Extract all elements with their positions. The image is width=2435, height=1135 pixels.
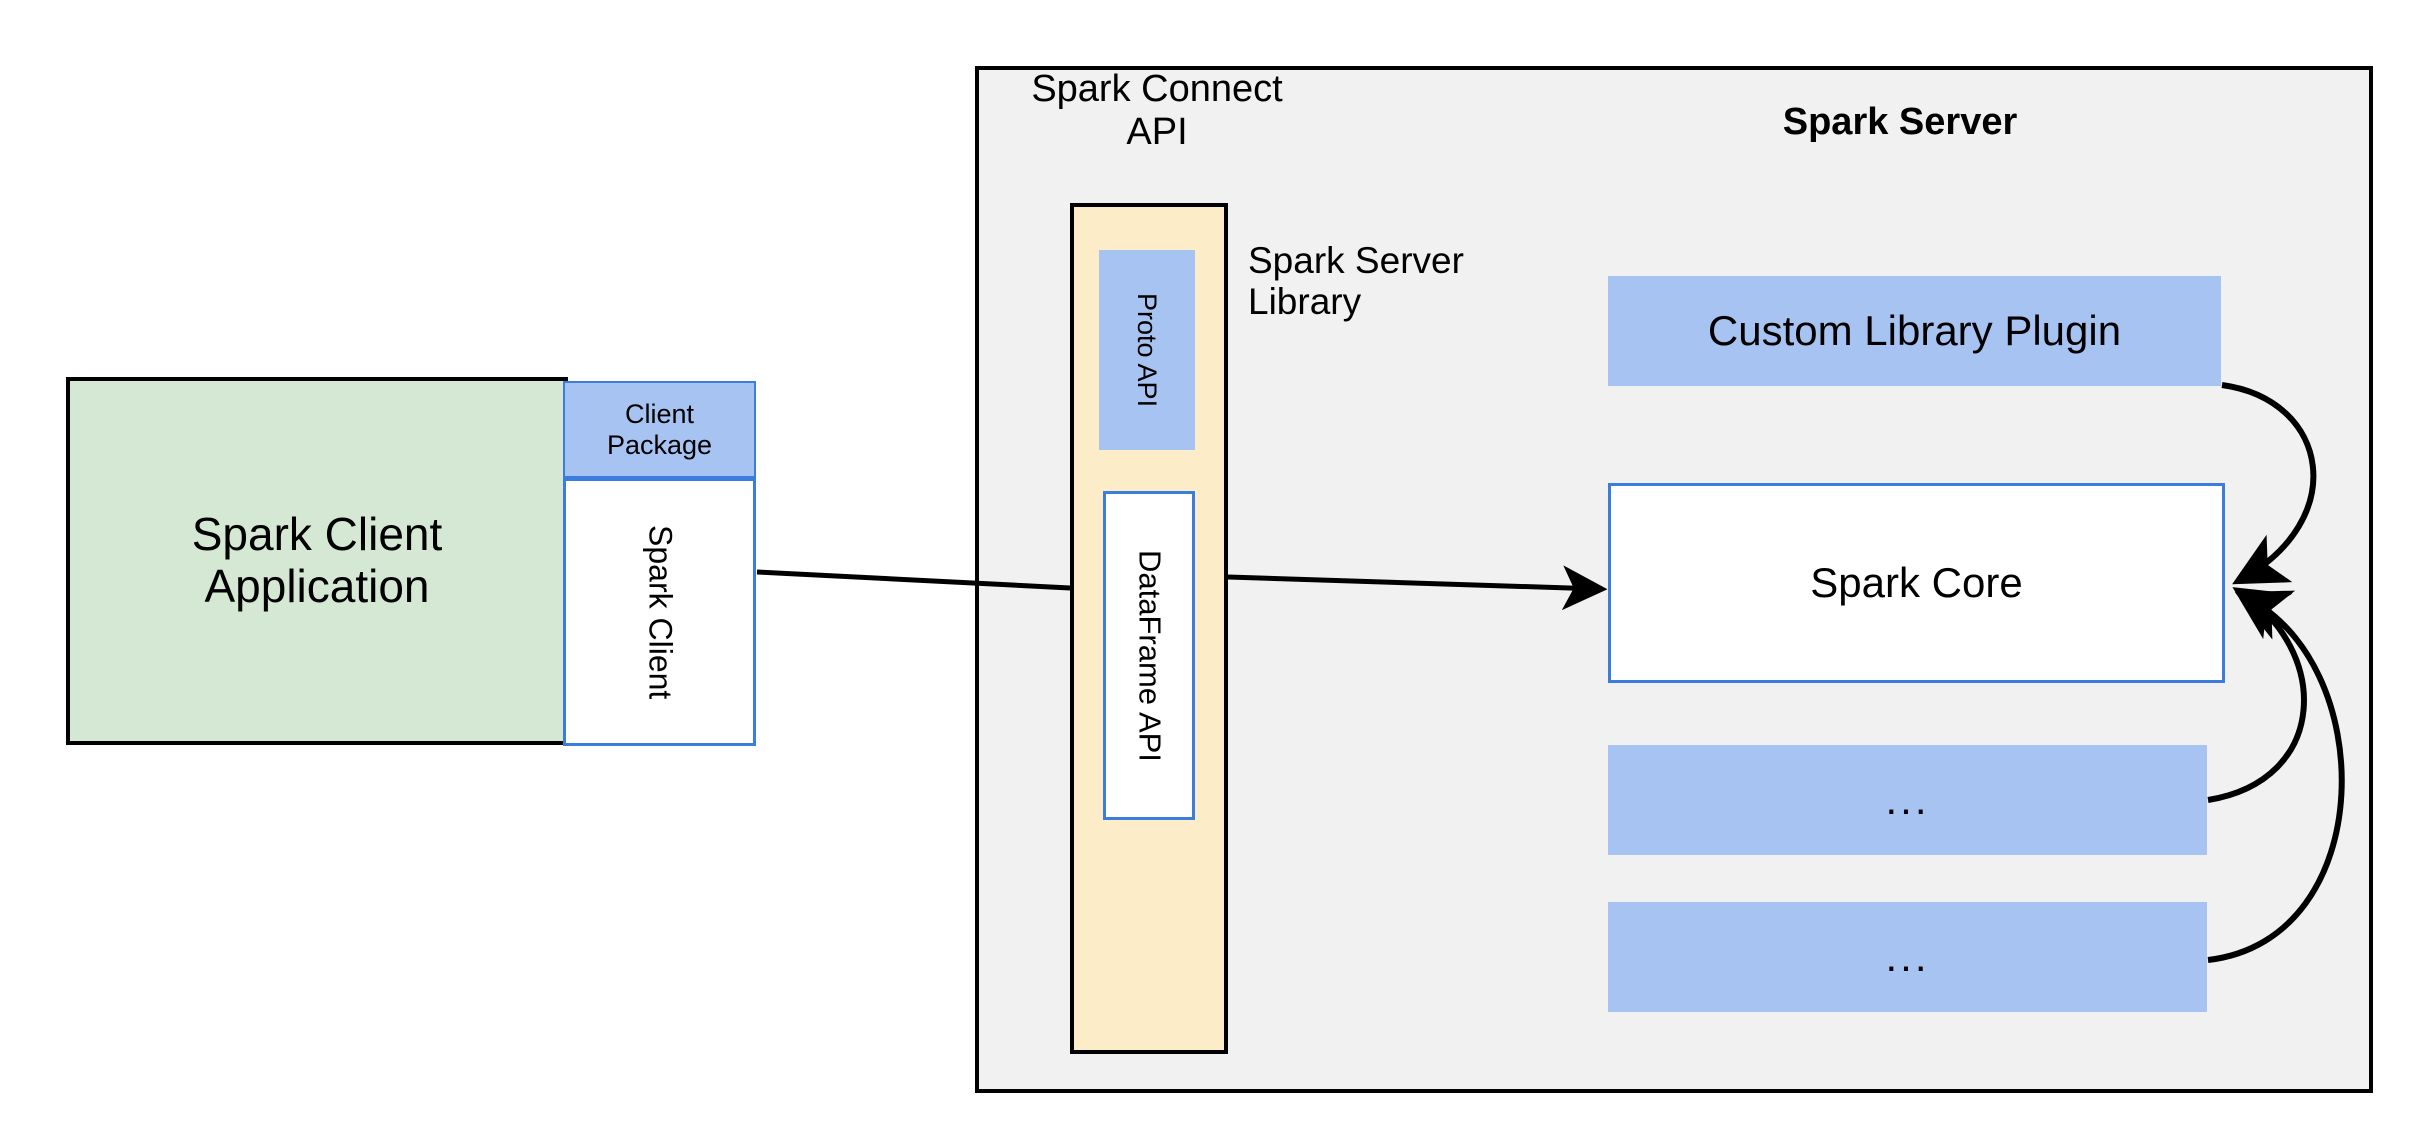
spark-server-library-label: Spark Server Library — [1248, 240, 1464, 323]
proto-api-label: Proto API — [1132, 292, 1163, 408]
spark-core-box[interactable]: Spark Core — [1608, 483, 2225, 683]
ellipsis-box-1[interactable]: ... — [1608, 745, 2207, 855]
spark-client-label: Spark Client — [642, 524, 679, 700]
spark-connect-api-label: Spark Connect API — [1031, 68, 1283, 153]
dataframe-api-box[interactable]: DataFrame API — [1103, 491, 1195, 820]
spark-client-box[interactable]: Spark Client — [563, 478, 756, 746]
proto-api-box[interactable]: Proto API — [1099, 250, 1195, 450]
client-package-box[interactable]: Client Package — [563, 381, 756, 478]
custom-library-plugin-box[interactable]: Custom Library Plugin — [1608, 276, 2221, 386]
spark-client-application-box[interactable]: Spark Client Application — [66, 377, 568, 745]
ellipsis-box-2[interactable]: ... — [1608, 902, 2207, 1012]
spark-server-title: Spark Server — [1782, 100, 2018, 143]
dataframe-api-label: DataFrame API — [1132, 549, 1168, 762]
